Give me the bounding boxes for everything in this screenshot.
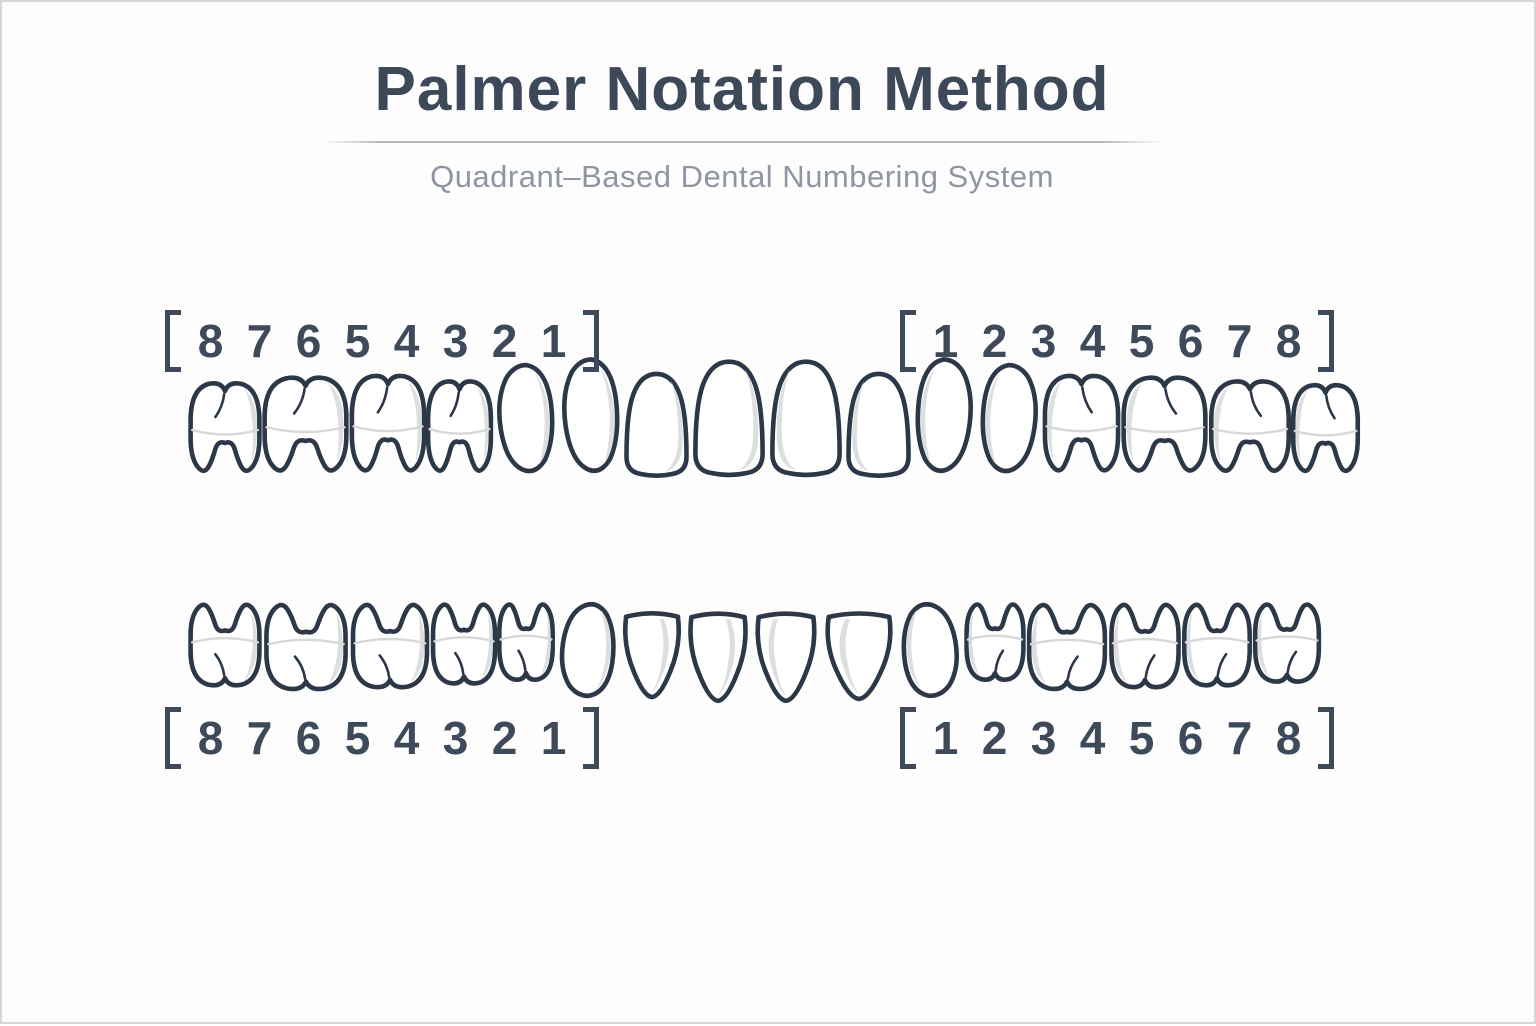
tooth-incisor [828,614,891,700]
tooth-molar [266,605,345,689]
tooth-molar [499,605,552,680]
tooth-molar [1255,605,1319,682]
tooth-oval [562,604,613,696]
tooth-number: 8 [1275,712,1302,764]
tooth-molar [1045,376,1118,470]
tooth-molar [967,605,1024,680]
tooth-number: 6 [1177,315,1204,367]
tooth-number: 7 [1226,315,1253,367]
tooth-number: 3 [1030,315,1057,367]
tooth-incisor [625,613,678,697]
tooth-number: 6 [295,315,322,367]
tooth-molar [428,381,491,470]
tooth-molar [191,383,260,470]
tooth-incisor [627,374,687,476]
tooth-number: 6 [295,712,322,764]
tooth-incisor [695,362,762,475]
tooth-molar [265,378,347,471]
tooth-number: 3 [442,315,469,367]
tooth-number: 5 [1128,315,1155,367]
tooth-number: 8 [1275,315,1302,367]
bracket-close-icon [1318,310,1334,372]
tooth-number: 3 [442,712,469,764]
tooth-molar [433,605,495,684]
bracket-close-icon [583,310,599,372]
lower-teeth-row [191,604,1319,701]
tooth-number: 6 [1177,712,1204,764]
tooth-molar [1111,605,1178,687]
tooth-number: 5 [344,315,371,367]
tooth-number: 2 [981,315,1008,367]
tooth-number: 4 [1079,315,1106,367]
tooth-molar [1293,385,1358,471]
bracket-open-icon [900,707,916,769]
tooth-incisor [691,614,746,701]
tooth-molar [1029,605,1105,689]
bracket-close-icon [1318,707,1334,769]
page-subtitle: Quadrant–Based Dental Numbering System [430,159,1054,194]
tooth-number: 1 [932,315,959,367]
tooth-number: 2 [491,315,518,367]
header: Palmer Notation Method Quadrant–Based De… [2,2,1482,195]
tooth-number: 8 [197,712,224,764]
tooth-molar [352,376,424,470]
upper-teeth-row [191,359,1358,475]
tooth-oval [564,359,617,470]
title-divider [322,141,1162,143]
tooth-number: 2 [491,712,518,764]
tooth-molar [1124,378,1206,471]
tooth-oval [499,365,552,471]
tooth-molar [353,605,427,687]
tooth-oval [904,604,957,696]
tooth-incisor [758,614,815,701]
bracket-open-icon [165,707,181,769]
tooth-number: 3 [1030,712,1057,764]
tooth-oval [983,365,1036,471]
tooth-molar [1184,605,1249,685]
tooth-incisor [849,374,909,476]
tooth-number: 7 [246,315,273,367]
bracket-open-icon [900,310,916,372]
bracket-close-icon [583,707,599,769]
tooth-molar [191,605,260,685]
tooth-molar [1211,381,1288,470]
tooth-number: 5 [1128,712,1155,764]
tooth-number: 2 [981,712,1008,764]
tooth-number: 4 [393,315,420,367]
tooth-number: 1 [540,712,567,764]
tooth-number: 5 [344,712,371,764]
tooth-number: 4 [393,712,420,764]
bracket-open-icon [165,310,181,372]
tooth-number: 4 [1079,712,1106,764]
tooth-number: 1 [540,315,567,367]
tooth-number: 1 [932,712,959,764]
tooth-number: 8 [197,315,224,367]
tooth-oval [918,359,971,470]
page-title: Palmer Notation Method [374,55,1110,124]
tooth-incisor [772,362,839,475]
tooth-number: 7 [246,712,273,764]
tooth-number: 7 [1226,712,1253,764]
